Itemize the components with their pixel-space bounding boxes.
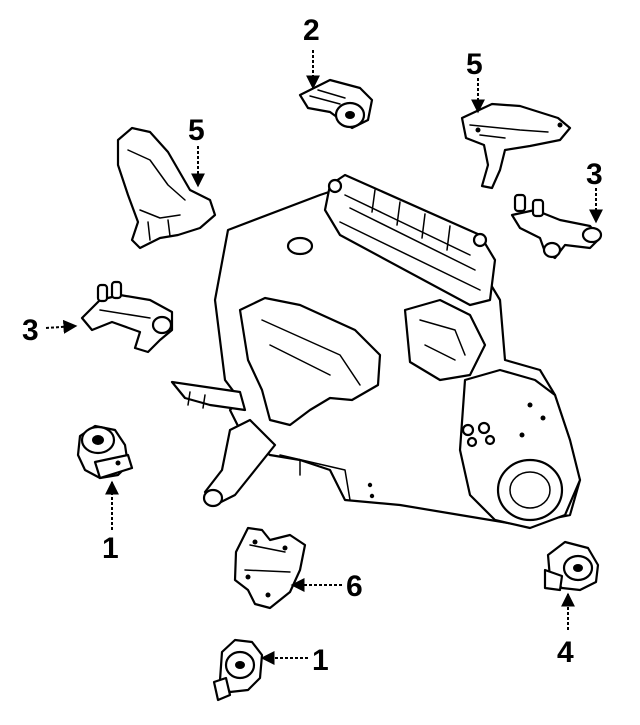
callout-3-left: 3: [22, 314, 39, 347]
callout-1-left: 1: [102, 532, 119, 565]
callout-1-bottom: 1: [312, 644, 329, 677]
leader-lines: [45, 50, 603, 665]
part-5-bracket-right: [460, 102, 572, 190]
callout-labels: 2 5 5 3 3 1 6 4 1: [22, 14, 603, 677]
part-6-bracket: [233, 526, 307, 610]
part-3-mount-right: [510, 193, 603, 260]
callout-6: 6: [346, 570, 363, 603]
part-2-mount: [298, 78, 374, 130]
callout-5-left: 5: [188, 114, 205, 147]
part-1-mount-left: [76, 424, 134, 480]
part-5-bracket-left: [116, 126, 217, 250]
part-1-mount-bottom: [212, 638, 264, 702]
callout-5-top: 5: [466, 48, 483, 81]
part-4-mount: [543, 540, 600, 592]
callout-2: 2: [303, 14, 320, 47]
callout-3-right: 3: [586, 158, 603, 191]
part-3-mount-left: [80, 280, 174, 354]
engine-assembly: [170, 173, 582, 530]
callout-4: 4: [557, 636, 574, 669]
